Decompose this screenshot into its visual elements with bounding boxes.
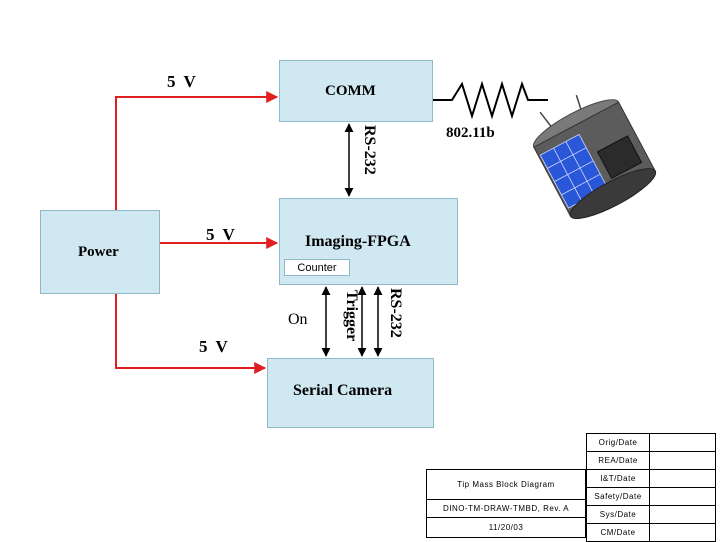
approval-cell: Orig/Date (586, 433, 650, 452)
approval-cell: Safety/Date (586, 487, 650, 506)
voltage-label-top: 5 V (167, 72, 198, 91)
comm-label: COMM (325, 83, 376, 99)
serial-camera-label: Serial Camera (293, 382, 393, 399)
satellite-icon (532, 94, 657, 219)
voltage-label-bottom: 5 V (199, 337, 230, 356)
document-number: DINO-TM-DRAW-TMBD, Rev. A (426, 499, 586, 518)
drawing-date: 11/20/03 (426, 517, 586, 538)
imaging-fpga-label: Imaging-FPGA (305, 233, 411, 250)
serial-camera-block (267, 358, 434, 428)
power-label: Power (78, 244, 119, 260)
title-block-left: Tip Mass Block Diagram DINO-TM-DRAW-TMBD… (426, 469, 586, 538)
power-line-camera (115, 294, 267, 374)
approval-cell: Sys/Date (586, 505, 650, 524)
rs232-camera-label: RS-232 (387, 288, 404, 338)
approval-cell: REA/Date (586, 451, 650, 470)
comm-block (279, 60, 433, 122)
wireless-zigzag (433, 80, 548, 120)
on-label: On (288, 311, 308, 328)
power-line-comm (115, 91, 279, 210)
voltage-label-mid: 5 V (206, 225, 237, 244)
approval-sign-cell (649, 523, 716, 542)
wifi-label: 802.11b (446, 125, 495, 141)
drawing-title: Tip Mass Block Diagram (426, 469, 586, 500)
rs232-comm-label: RS-232 (361, 125, 378, 175)
approval-cell: CM/Date (586, 523, 650, 542)
approval-sign-cell (649, 487, 716, 506)
counter-box: Counter (284, 259, 350, 276)
approval-sign-cell (649, 469, 716, 488)
power-block (40, 210, 160, 294)
approval-sign-cell (649, 505, 716, 524)
approval-cell: I&T/Date (586, 469, 650, 488)
approval-sign-cell (649, 451, 716, 470)
trigger-label: Trigger (343, 290, 360, 342)
title-block-right: Orig/Date REA/Date I&T/Date Safety/Date … (586, 433, 716, 542)
approval-sign-cell (649, 433, 716, 452)
